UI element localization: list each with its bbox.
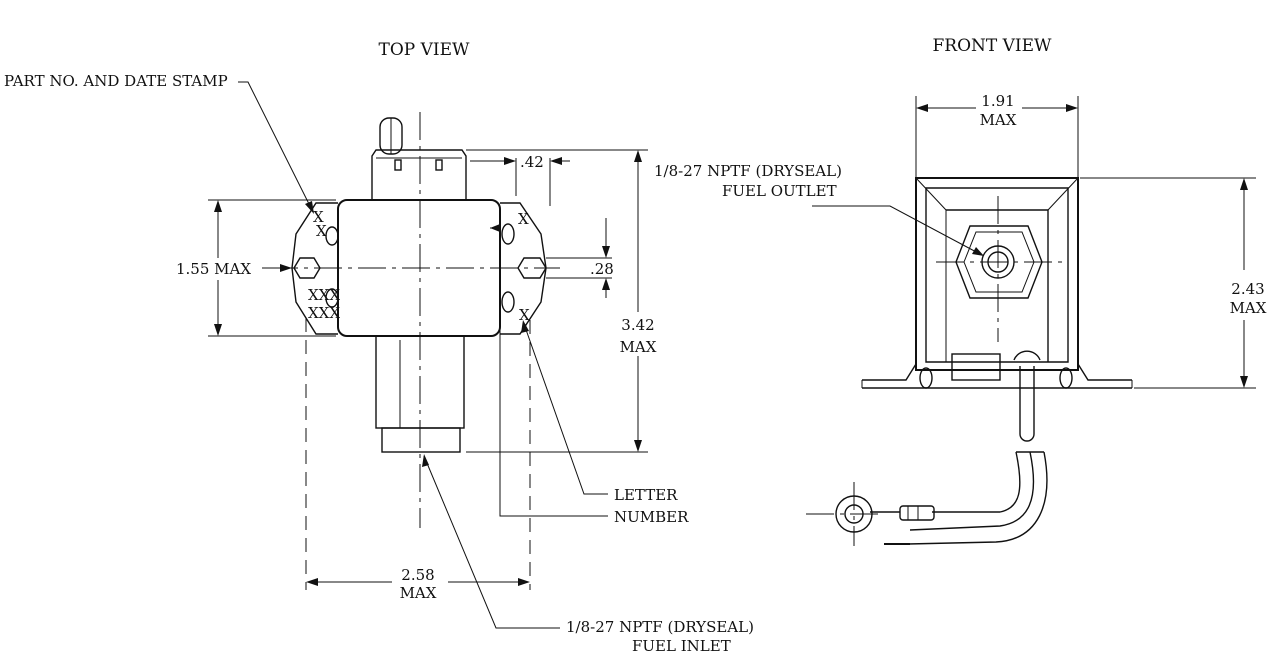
leader-fuel-outlet: 1/8-27 NPTF (DRYSEAL) FUEL OUTLET	[654, 162, 984, 256]
stamp-left-lower: XXX	[308, 286, 340, 304]
dim-1-55-label: 1.55 MAX	[176, 260, 251, 278]
dim-3-42-max: MAX	[620, 338, 657, 356]
leader-part-stamp: PART NO. AND DATE STAMP	[4, 72, 314, 214]
front-housing	[915, 177, 1079, 371]
front-base	[861, 350, 1133, 389]
stamp-left-upper-2: X	[316, 222, 327, 240]
dim-2-58-label: 2.58	[401, 566, 434, 584]
leader-fuel-inlet: 1/8-27 NPTF (DRYSEAL) FUEL INLET	[422, 454, 754, 655]
dim-0-42: .42	[470, 153, 570, 171]
stamp-right-lower: X	[519, 306, 530, 324]
left-slot-upper	[325, 226, 339, 246]
top-outlet-tube	[371, 117, 467, 201]
dim-2-43-max: MAX	[1230, 299, 1267, 317]
dim-2-43: 2.43 MAX	[1080, 177, 1267, 389]
stamp-right-upper: X	[518, 210, 529, 228]
dim-3-42: 3.42 MAX	[466, 149, 657, 453]
stamp-left-upper: X	[313, 208, 324, 226]
right-slot-lower	[501, 291, 515, 313]
front-view-title: FRONT VIEW	[932, 36, 1052, 56]
outlet-thread-label: 1/8-27 NPTF (DRYSEAL)	[654, 162, 842, 180]
inlet-thread-label: 1/8-27 NPTF (DRYSEAL)	[566, 618, 754, 636]
dim-3-42-label: 3.42	[621, 316, 654, 334]
dim-1-91-max: MAX	[980, 111, 1017, 129]
right-slot-upper	[501, 223, 515, 245]
dim-1-91-label: 1.91	[981, 92, 1014, 110]
front-wire-harness	[806, 366, 1048, 546]
dim-0-42-label: .42	[520, 153, 544, 171]
top-right-flange	[500, 202, 547, 335]
front-outlet-fitting	[936, 196, 1062, 342]
stamp-left-lower-2: XXX	[308, 304, 340, 322]
top-view-title: TOP VIEW	[379, 40, 471, 60]
top-view: TOP VIEW	[4, 40, 754, 655]
dim-2-43-label: 2.43	[1231, 280, 1264, 298]
leader-letter-number: LETTER NUMBER	[490, 224, 689, 526]
part-stamp-label: PART NO. AND DATE STAMP	[4, 72, 228, 90]
dim-2-58-max: MAX	[400, 584, 437, 602]
front-view: FRONT VIEW 1.91 MAX	[654, 36, 1267, 546]
inlet-name-label: FUEL INLET	[632, 637, 731, 655]
dim-0-28: .28	[546, 218, 614, 298]
top-inlet-tube	[375, 335, 465, 453]
number-label: NUMBER	[614, 508, 689, 526]
dim-0-28-label: .28	[590, 260, 614, 278]
dim-2-58: 2.58 MAX	[306, 566, 530, 602]
dim-1-55: 1.55 MAX	[176, 199, 336, 337]
letter-label: LETTER	[614, 486, 678, 504]
left-mounting-hex	[293, 257, 321, 279]
outlet-name-label: FUEL OUTLET	[722, 182, 837, 200]
dim-1-91: 1.91 MAX	[915, 92, 1079, 178]
right-mounting-hex	[517, 257, 547, 279]
